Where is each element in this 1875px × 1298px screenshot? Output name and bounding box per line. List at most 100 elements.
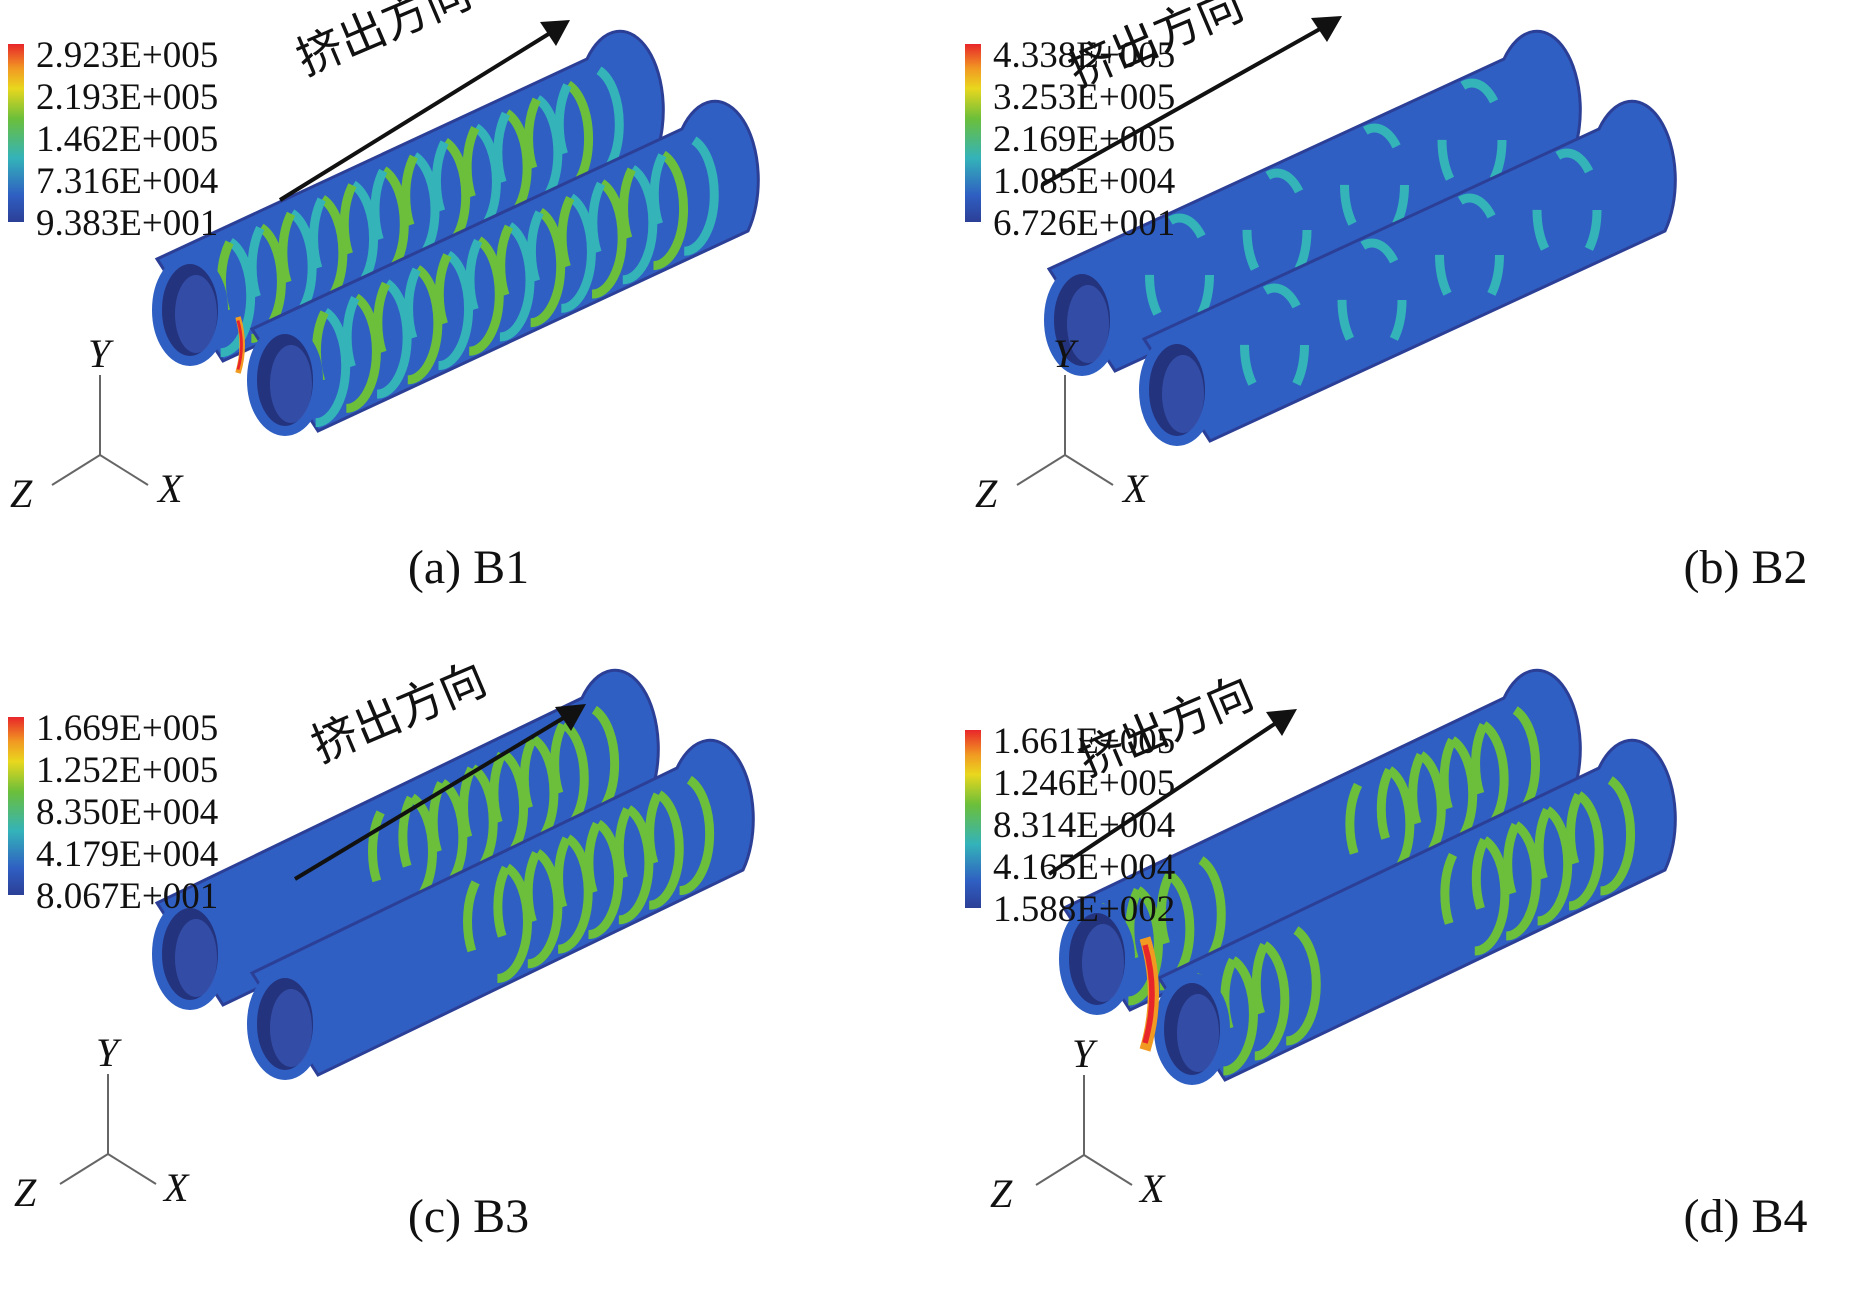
tube-back [1044, 29, 1582, 376]
tube-body [249, 738, 755, 1077]
stress-stripe [463, 860, 532, 983]
stress-stripe [373, 261, 443, 385]
stress-stripe [554, 816, 624, 940]
panel-caption: (c) B3 [407, 1190, 530, 1243]
legend-value: 1.085E+004 [993, 161, 1176, 202]
stress-stripe [523, 830, 593, 954]
stress-stripe [1125, 867, 1195, 991]
legend-value-min: 9.383E+001 [36, 203, 219, 244]
axis-label-z: Z [10, 471, 33, 516]
color-legend: 1.669E+005 1.252E+005 8.350E+004 4.179E+… [8, 709, 308, 917]
legend-value: 4.179E+004 [36, 834, 219, 875]
axis-label-y: Y [1053, 331, 1076, 376]
tube-model [152, 29, 760, 436]
stress-stripe [649, 132, 719, 256]
axis-label-z: Z [990, 1171, 1013, 1216]
legend-value: 1.246E+005 [993, 763, 1176, 804]
legend-value: 8.350E+004 [36, 792, 219, 833]
extrusion-arrow [1047, 709, 1297, 876]
legend-value-max: 1.669E+005 [36, 708, 219, 749]
legend-value: 7.316E+004 [36, 161, 219, 202]
legend-value-min: 1.588E+002 [993, 889, 1176, 930]
tube-inner-wall [270, 989, 312, 1067]
stress-stripe [342, 275, 412, 399]
stress-stripe [1534, 787, 1604, 911]
stress-stripe [1337, 238, 1407, 362]
legend-color-bar [965, 44, 981, 222]
stress-stripe [404, 247, 474, 371]
legend-value: 2.193E+005 [36, 77, 219, 118]
panel-caption: (b) B2 [1683, 541, 1808, 594]
axis-lines [51, 375, 149, 486]
stress-stripe [1220, 937, 1290, 1061]
stress-stripe [1435, 193, 1504, 317]
legend-value-min: 8.067E+001 [36, 876, 219, 917]
stress-stripe [1471, 817, 1541, 941]
axis-label-x: X [1123, 466, 1148, 511]
color-legend [1805, 44, 1875, 234]
panel-b2: 挤出方向 (b) B2 [937, 0, 1874, 649]
color-legend: 4.338E+005 3.253E+005 2.169E+005 1.085E+… [965, 36, 1265, 244]
stress-stripe [645, 772, 715, 896]
tube-model [1059, 668, 1677, 1085]
stress-stripe [1532, 148, 1602, 272]
axis-label-x: X [164, 1165, 189, 1210]
stress-stripe [614, 786, 684, 910]
stress-stripe [1251, 922, 1321, 1046]
stress-stripe [1566, 772, 1636, 896]
tube-front [247, 738, 755, 1080]
hot-spot-core [236, 320, 243, 370]
axis-lines [1016, 375, 1114, 486]
panel-caption: (a) B1 [407, 541, 530, 594]
legend-color-bar [965, 730, 981, 908]
axis-label-x: X [158, 466, 183, 511]
color-legend: 2.923E+005 2.193E+005 1.462E+005 7.316E+… [8, 36, 308, 244]
hot-spot-core [1142, 944, 1155, 1044]
axis-lines [59, 1074, 157, 1185]
tube-inner-wall [1067, 285, 1109, 363]
tube-front [1154, 738, 1677, 1085]
legend-value-max: 2.923E+005 [36, 35, 219, 76]
axis-label-z: Z [14, 1170, 37, 1215]
tube-inner-wall [175, 919, 217, 997]
stress-stripe [584, 801, 654, 925]
stress-stripe [557, 175, 627, 299]
stress-stripe [588, 161, 658, 285]
extrusion-arrow [293, 704, 586, 881]
panel-b3: 挤出方向 1.669E+005 1.252E+005 8.350E+004 4.… [0, 649, 937, 1298]
stress-stripe [1340, 123, 1409, 247]
panel-caption: (d) B4 [1683, 1190, 1808, 1243]
stress-stripe [496, 204, 566, 328]
extrusion-arrow [278, 20, 570, 202]
axis-label-y: Y [88, 331, 111, 376]
legend-value: 1.252E+005 [36, 750, 219, 791]
tube-inner-wall [175, 275, 217, 353]
axis-label-x: X [1140, 1166, 1165, 1211]
tube-front [1139, 99, 1677, 446]
tube-body [1141, 99, 1677, 443]
stress-stripe [526, 189, 596, 313]
panel-b4: 挤出方向 (d) B4 [937, 649, 1874, 1298]
axis-lines [1035, 1075, 1133, 1186]
axis-triad: Y Z X [10, 330, 210, 520]
stress-stripe [1240, 283, 1309, 407]
stress-stripe [434, 232, 504, 356]
stress-stripe [1503, 802, 1573, 926]
axis-label-z: Z [975, 471, 998, 516]
color-legend: 1.661E+005 1.246E+005 8.314E+004 4.165E+… [965, 722, 1265, 930]
extrusion-arrow [1041, 16, 1342, 187]
stress-stripe [1437, 78, 1507, 202]
axis-label-y: Y [96, 1030, 119, 1075]
legend-value-min: 6.726E+001 [993, 203, 1176, 244]
stress-stripe [493, 845, 563, 969]
tube-inner-wall [270, 345, 312, 423]
axis-triad: Y Z X [14, 1019, 214, 1219]
stress-stripe [619, 147, 689, 271]
tube-inner-wall [1162, 355, 1204, 433]
stress-stripe [465, 218, 535, 342]
legend-value-max: 4.338E+005 [993, 35, 1176, 76]
tube-model [152, 668, 755, 1080]
legend-value: 3.253E+005 [993, 77, 1176, 118]
panel-b1: 挤出方向 2.923E+005 2.193E+005 1.462E+005 7.… [0, 0, 937, 649]
